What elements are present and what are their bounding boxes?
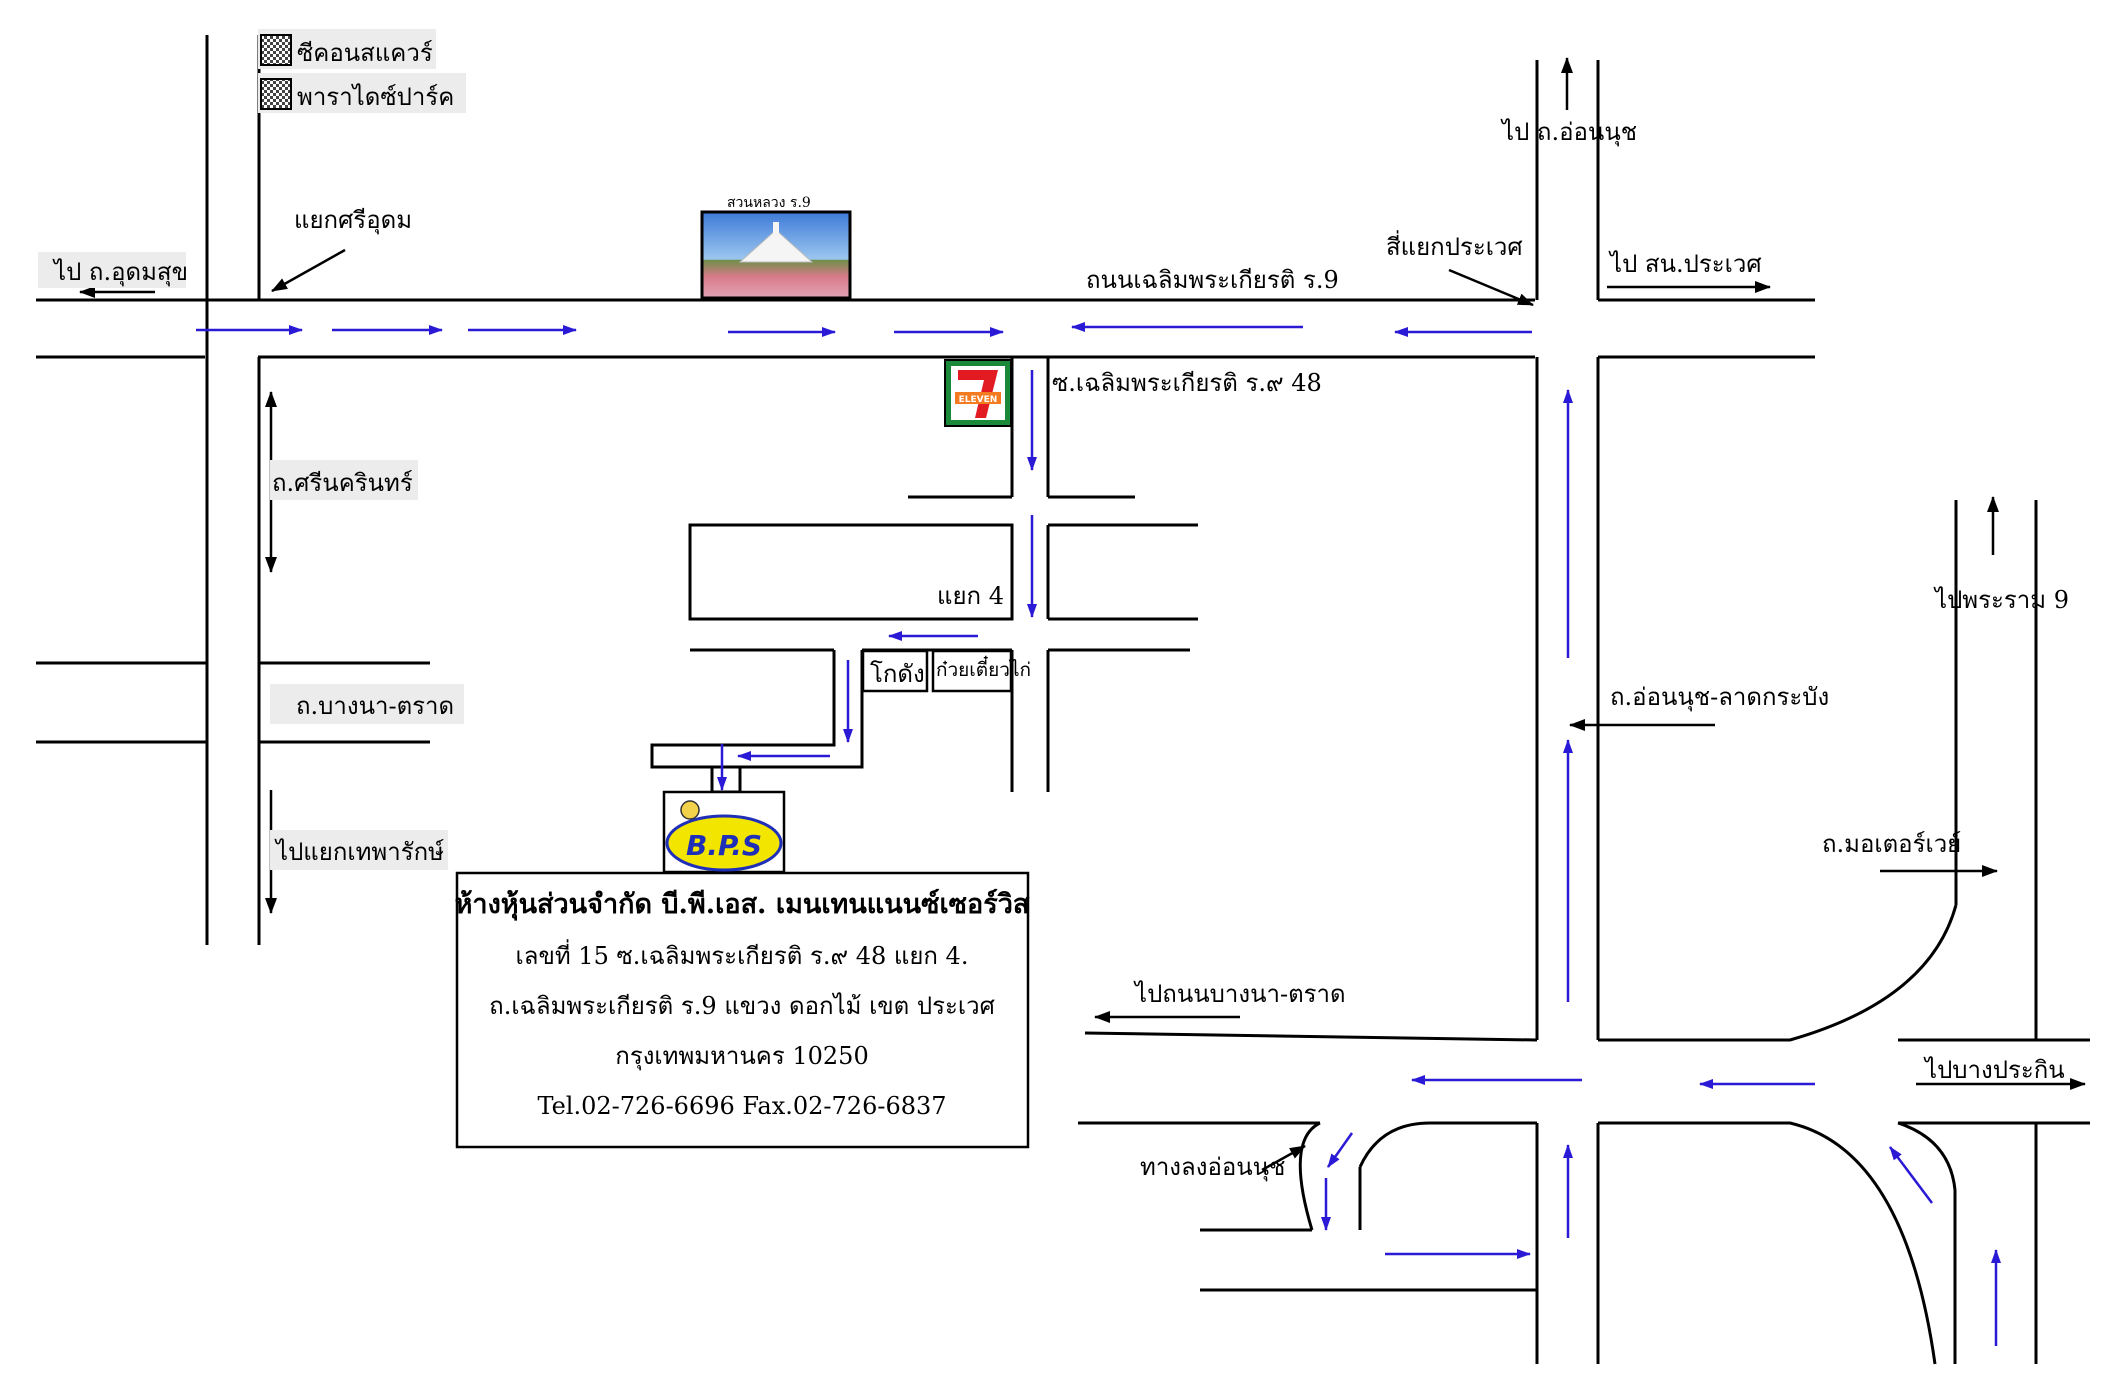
bps-logo-icon [665, 814, 783, 872]
junction-4-label: แยก 4 [937, 582, 1004, 610]
company-info-frame [455, 871, 1030, 1149]
noodle-shop-label: ก๋วยเตี๋ยวไก่ [936, 655, 1031, 681]
motorway-label: ถ.มอเตอร์เวย์ [1822, 830, 1961, 858]
suan-luang-park: สวนหลวง ร.9 [700, 195, 852, 300]
to-bangprakin-label: ไปบางประกิน [1923, 1056, 2065, 1084]
company-address-line-3: กรุงเทพมหานคร 10250 [615, 1042, 868, 1071]
label-bg [270, 460, 418, 500]
bangna-trad-road-label: ถ.บางนา-ตราด [296, 692, 454, 720]
company-address-line-2: ถ.เฉลิมพระเกียรติ ร.9 แขวง ดอกไม้ เขต ปร… [489, 992, 995, 1020]
srinakarin-road-label: ถ.ศรีนครินทร์ [272, 469, 413, 497]
to-prawet-district-label: ไป สน.ประเวศ [1608, 250, 1762, 278]
onnut-exit-ramp-right [1358, 1121, 1537, 1168]
bps-logo-text: B.P.S [686, 829, 762, 862]
label-bg [270, 830, 448, 870]
bps-company: B.P.S [662, 790, 786, 874]
block-west [688, 523, 1014, 621]
seven-numeral-shape [958, 370, 998, 418]
lower-road-top-east-curve [1598, 904, 1958, 1042]
noodle-shop-box [931, 649, 1013, 693]
soi48-label: ซ.เฉลิมพระเกียรติ ร.๙ 48 [1052, 369, 1322, 397]
legend-label: พาราไดซ์ปาร์ค [297, 83, 454, 111]
lower-road-bottom-east-curve [1598, 1121, 1937, 1365]
pavilion-spire [773, 222, 779, 234]
kodang-box [861, 649, 929, 693]
to-bangna-trad-label: ไปถนนบางนา-ตราด [1133, 980, 1346, 1008]
pavilion-shape [738, 229, 814, 263]
onnut-exit-ramp-left [1298, 1121, 1321, 1231]
seven-eleven-store: ELEVEN [944, 359, 1012, 427]
to-udomsuk-label: ไป ถ.อุดมสุข [52, 258, 188, 287]
company-info-box: ห้างหุ้นส่วนจำกัด บี.พี.เอส. เมนเทนแนนซ์… [455, 871, 1030, 1149]
checkered-square-icon [260, 34, 292, 66]
legend: ซีคอนสแควร์ พาราไดซ์ปาร์ค [258, 29, 466, 113]
main-road-label: ถนนเฉลิมพระเกียรติ ร.9 [1086, 266, 1339, 294]
to-theparak-label: ไปแยกเทพารักษ์ [274, 838, 445, 866]
onnut-exit-label: ทางลงอ่อนนุช [1140, 1153, 1285, 1182]
onnut-latkrabang-label: ถ.อ่อนนุช-ลาดกระบัง [1610, 683, 1829, 712]
legend-bg [258, 73, 466, 113]
suan-luang-title: สวนหลวง ร.9 [727, 195, 811, 211]
bps-entrance [710, 767, 742, 794]
label-bg [38, 252, 186, 288]
to-rama9-label: ไปพระราม 9 [1933, 586, 2069, 614]
company-address-line-1: เลขที่ 15 ซ.เฉลิมพระเกียรติ ร.๙ 48 แยก 4… [516, 939, 969, 970]
kodang-label: โกดัง [870, 660, 925, 688]
eleven-band [955, 392, 1001, 404]
to-onnut-top-label: ไป ถ.อ่อนนุช [1500, 118, 1637, 147]
slip-ramp [1897, 1121, 1957, 1191]
prawet-pointer-arrow [1448, 268, 1534, 307]
lane-to-bps-outer [650, 650, 864, 769]
bps-mascot-icon [680, 800, 700, 820]
si-udom-junction-label: แยกศรีอุดม [294, 206, 412, 235]
si-udom-pointer-arrow [271, 248, 346, 293]
company-name: ห้างหุ้นส่วนจำกัด บี.พี.เอส. เมนเทนแนนซ์… [455, 888, 1030, 921]
checkered-square-icon [260, 78, 292, 110]
traffic-flow-arrows [196, 322, 2001, 1346]
flow-arrow-ramp [1889, 1146, 1933, 1204]
map-labels: ไป ถ.อุดมสุข แยกศรีอุดม ถนนเฉลิมพระเกียร… [38, 118, 2069, 1182]
seven-eleven-wordmark: ELEVEN [959, 395, 998, 405]
legend-label: ซีคอนสแควร์ [297, 39, 433, 67]
prawet-intersection-label: สี่แยกประเวศ [1386, 230, 1523, 261]
company-contact: Tel.02-726-6696 Fax.02-726-6837 [537, 1092, 946, 1120]
lower-road-top-west [1084, 1031, 1538, 1042]
label-bg [270, 684, 464, 724]
onnut-exit-pointer-arrow [1261, 1144, 1306, 1172]
flow-arrow-ramp [1326, 1132, 1354, 1168]
